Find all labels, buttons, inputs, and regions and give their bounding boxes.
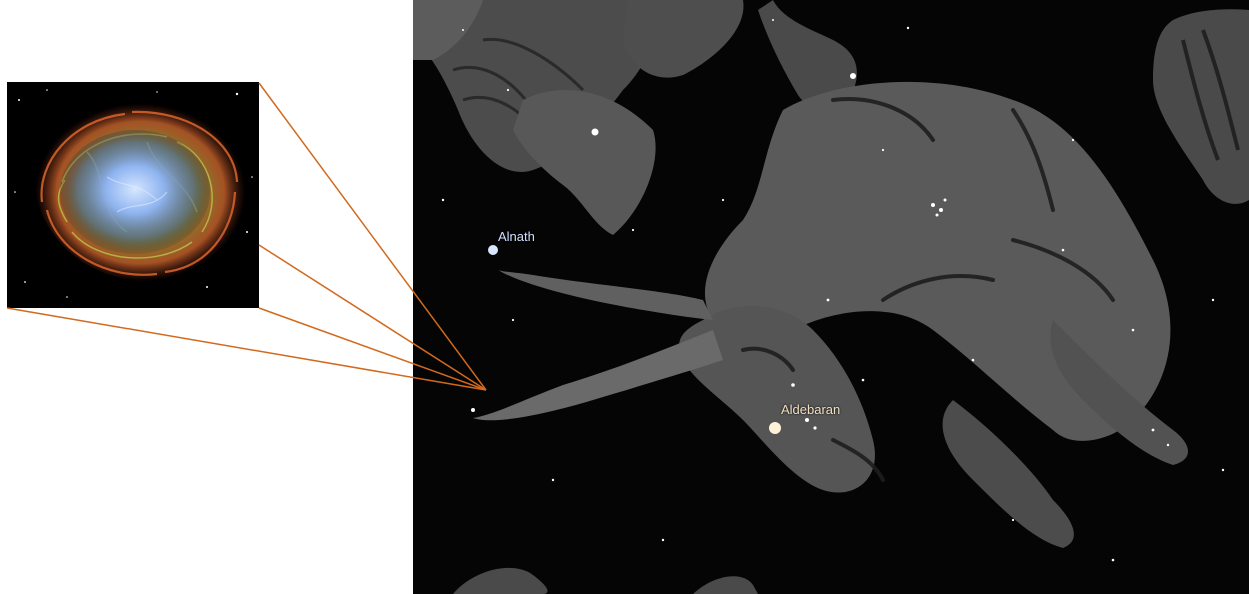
alnath-label: Alnath bbox=[498, 229, 535, 244]
crab-nebula-inset bbox=[7, 82, 259, 308]
aldebaran-star bbox=[769, 422, 781, 434]
alnath-star bbox=[488, 245, 498, 255]
aldebaran-label: Aldebaran bbox=[781, 402, 840, 417]
crab-nebula-image bbox=[7, 82, 259, 308]
star-chart: Alnath Aldebaran bbox=[413, 0, 1249, 594]
taurus-constellation-art bbox=[413, 0, 1249, 594]
